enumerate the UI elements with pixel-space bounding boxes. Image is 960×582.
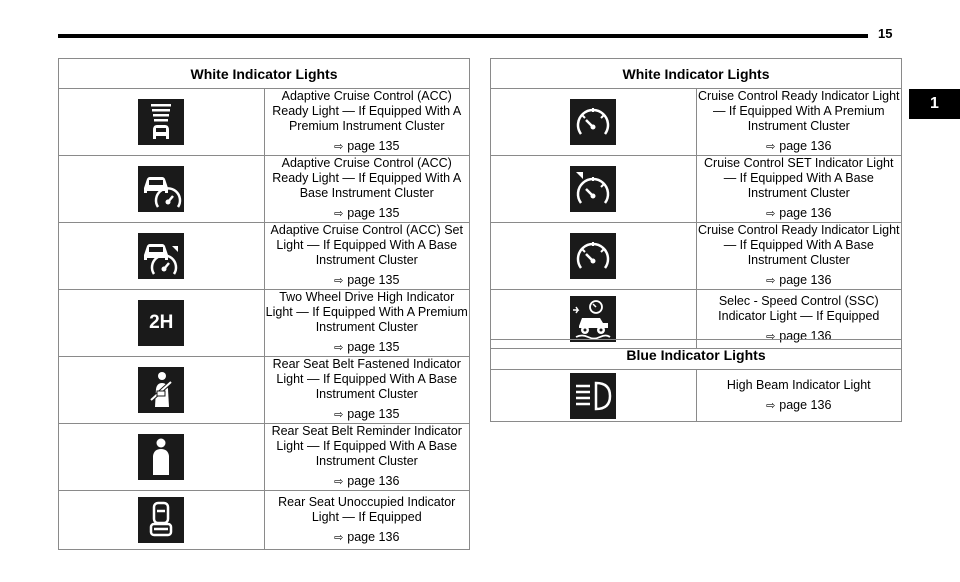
page-reference-link[interactable]: page 135 xyxy=(347,273,400,287)
ref-arrow-icon: ⇨ xyxy=(766,330,776,343)
page-reference-link[interactable]: page 135 xyxy=(347,407,400,421)
row-description: Selec - Speed Control (SSC) Indicator Li… xyxy=(718,293,880,323)
page-reference-link[interactable]: page 135 xyxy=(347,340,400,354)
table-row: Adaptive Cruise Control (ACC) Ready Ligh… xyxy=(58,88,470,156)
table-row: Adaptive Cruise Control (ACC) Ready Ligh… xyxy=(58,155,470,223)
row-description: Cruise Control Ready Indicator Light — I… xyxy=(698,223,900,267)
two-wheel-drive-high-icon-text: 2H xyxy=(149,312,174,333)
table-row: Rear Seat Unoccupied Indicator Light — I… xyxy=(58,490,470,550)
table-row: 2H Two Wheel Drive High Indicator Light … xyxy=(58,289,470,357)
high-beam-icon xyxy=(570,372,617,419)
table-row: Rear Seat Belt Reminder Indicator Light … xyxy=(58,423,470,491)
row-description: High Beam Indicator Light xyxy=(726,377,871,392)
ref-arrow-icon: ⇨ xyxy=(334,141,344,153)
selec-speed-control-icon xyxy=(570,296,617,342)
table-header: Blue Indicator Lights xyxy=(490,339,902,370)
white-indicator-table-right: White Indicator Lights Cruise Control Re… xyxy=(490,58,902,349)
row-description: Two Wheel Drive High Indicator Light — I… xyxy=(265,290,468,334)
seat-unoccupied-icon xyxy=(138,497,185,543)
ref-arrow-icon: ⇨ xyxy=(334,275,344,287)
page-reference-link[interactable]: page 136 xyxy=(779,273,832,287)
page-reference-link[interactable]: page 136 xyxy=(779,206,832,220)
page-reference-link[interactable]: page 136 xyxy=(779,397,832,412)
ref-arrow-icon: ⇨ xyxy=(766,208,776,220)
ref-arrow-icon: ⇨ xyxy=(334,342,344,354)
white-indicator-table-left: White Indicator Lights Adaptive Cruise C… xyxy=(58,58,470,550)
row-description: Rear Seat Belt Reminder Indicator Light … xyxy=(271,424,462,468)
header-rule xyxy=(58,34,868,38)
ref-arrow-icon: ⇨ xyxy=(766,141,776,153)
row-description: Adaptive Cruise Control (ACC) Ready Ligh… xyxy=(272,156,462,200)
page-reference-link[interactable]: page 136 xyxy=(347,474,400,488)
table-header: White Indicator Lights xyxy=(58,58,470,89)
blue-indicator-table: Blue Indicator Lights High Beam Indicato… xyxy=(490,339,902,422)
page-reference-link[interactable]: page 135 xyxy=(347,139,400,153)
row-description: Cruise Control SET Indicator Light — If … xyxy=(704,156,894,200)
acc-set-base-icon xyxy=(138,233,185,279)
two-wheel-drive-high-icon: 2H xyxy=(138,300,185,346)
row-description: Rear Seat Unoccupied Indicator Light — I… xyxy=(278,494,456,524)
ref-arrow-icon: ⇨ xyxy=(766,275,776,287)
table-row: Rear Seat Belt Fastened Indicator Light … xyxy=(58,356,470,424)
page-reference-link[interactable]: page 136 xyxy=(347,529,400,544)
row-description: Cruise Control Ready Indicator Light — I… xyxy=(698,89,900,133)
ref-arrow-icon: ⇨ xyxy=(334,476,344,488)
row-description: Rear Seat Belt Fastened Indicator Light … xyxy=(272,357,461,401)
ref-arrow-icon: ⇨ xyxy=(334,208,344,220)
cruise-ready-base-icon xyxy=(570,233,617,279)
table-row: Cruise Control Ready Indicator Light — I… xyxy=(490,88,902,156)
cruise-set-base-icon xyxy=(570,166,617,212)
row-description: Adaptive Cruise Control (ACC) Ready Ligh… xyxy=(272,89,462,133)
page-reference-link[interactable]: page 136 xyxy=(779,139,832,153)
ref-arrow-icon: ⇨ xyxy=(766,399,776,412)
seat-belt-fastened-icon xyxy=(138,367,185,413)
row-description: Adaptive Cruise Control (ACC) Set Light … xyxy=(270,223,463,267)
page-reference-link[interactable]: page 135 xyxy=(347,206,400,220)
page-number: 15 xyxy=(878,26,893,41)
table-row: Cruise Control Ready Indicator Light — I… xyxy=(490,222,902,290)
seat-belt-reminder-icon xyxy=(138,434,185,480)
cruise-ready-premium-icon xyxy=(570,99,617,145)
ref-arrow-icon: ⇨ xyxy=(334,531,344,544)
table-row: High Beam Indicator Light ⇨page 136 xyxy=(490,369,902,422)
acc-ready-premium-icon xyxy=(138,99,185,145)
table-row: Cruise Control SET Indicator Light — If … xyxy=(490,155,902,223)
table-row: Adaptive Cruise Control (ACC) Set Light … xyxy=(58,222,470,290)
ref-arrow-icon: ⇨ xyxy=(334,409,344,421)
acc-ready-base-icon xyxy=(138,166,185,212)
table-header: White Indicator Lights xyxy=(490,58,902,89)
chapter-tab[interactable]: 1 xyxy=(909,89,960,119)
